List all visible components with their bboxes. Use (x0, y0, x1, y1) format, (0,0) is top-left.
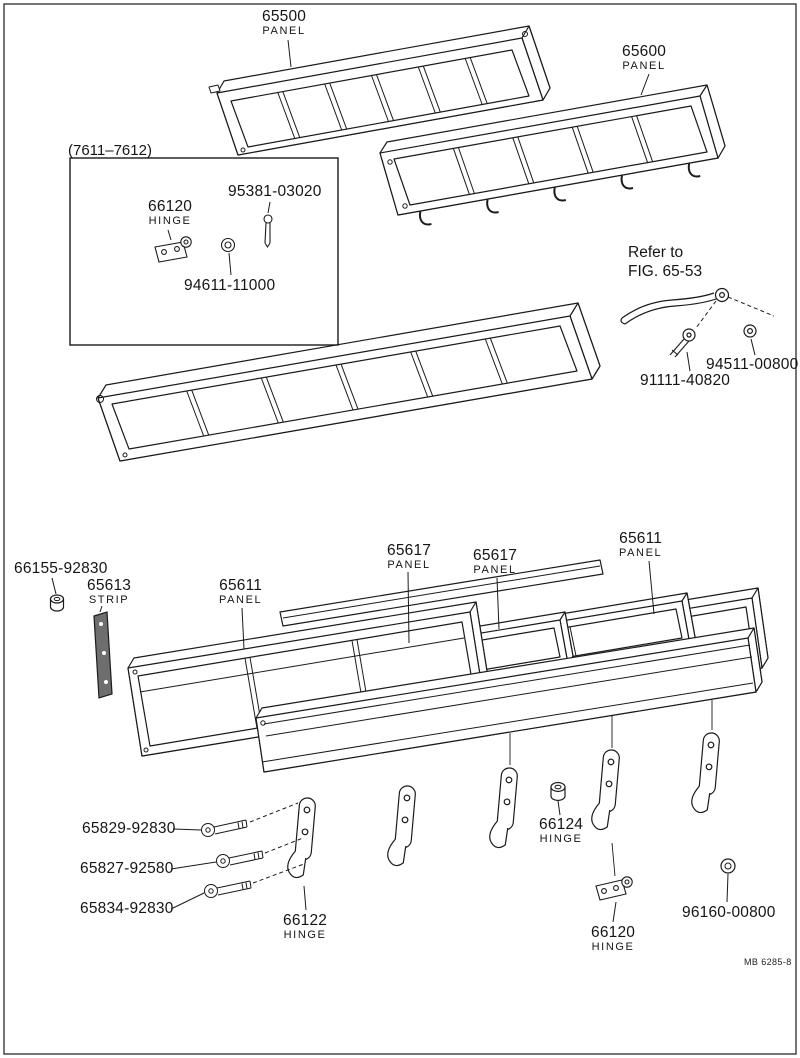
part-number: 65617 (473, 547, 518, 564)
grommet-66155-drawing (49, 594, 65, 612)
bolt-65827-drawing (216, 837, 304, 868)
part-number: 91111-40820 (640, 372, 731, 389)
refer-note-line2: FIG. 65-53 (628, 263, 703, 281)
label-bolt-91111: 91111-40820 (640, 372, 730, 389)
hinge-strap-4 (591, 749, 620, 831)
hinge-strap-2 (387, 785, 416, 867)
part-number: 95381-03020 (228, 183, 322, 200)
part-number: 96160-00800 (682, 904, 776, 921)
hinge-strap-5 (691, 732, 720, 814)
stay-rod-drawing (620, 287, 775, 358)
hinge-straps-drawing (287, 732, 720, 879)
inset-box-drawing (69, 157, 339, 346)
bushing-66124-drawing (550, 781, 566, 802)
label-panel-65617-b: 65617 PANEL (473, 547, 517, 577)
part-number: 65613 (87, 577, 132, 594)
hinge-66120-bottom-drawing (595, 842, 633, 901)
part-name: PANEL (619, 547, 663, 560)
part-number: 66124 (539, 816, 584, 833)
hinge-strap-3 (489, 767, 518, 849)
part-number: 65611 (219, 577, 263, 594)
panel-middle-drawing (96, 302, 601, 462)
part-number: 65617 (387, 542, 432, 559)
hinge-strap-1 (287, 797, 316, 879)
label-panel-65500: 65500 PANEL (262, 8, 306, 38)
label-pin-95381: 95381-03020 (228, 183, 322, 200)
bolts-drawing (201, 802, 305, 898)
figure-code: MB 6285-8 (744, 957, 792, 967)
nut-94611-drawing (220, 237, 236, 253)
part-number: 94611-11000 (184, 277, 276, 294)
leader-lines (51, 39, 756, 923)
panel-65500-drawing (208, 25, 551, 156)
inset-range-label: (7611–7612) (68, 142, 152, 159)
bolt-65834-drawing (204, 863, 305, 898)
cotter-pin-drawing (263, 214, 273, 249)
bolt-65829-drawing (201, 802, 299, 837)
panel-65600-drawing (379, 84, 726, 226)
label-hinge-66120-inset: 66120 HINGE (148, 198, 192, 228)
label-panel-65617-a: 65617 PANEL (387, 542, 431, 572)
part-number: 65827-92580 (80, 860, 174, 877)
front-rail-drawing (255, 627, 763, 773)
label-grommet-66155: 66155-92830 (14, 560, 108, 577)
part-name: PANEL (473, 564, 517, 577)
part-name: HINGE (148, 215, 192, 228)
label-panel-65611-left: 65611 PANEL (219, 577, 262, 607)
label-washer-94611: 94611-11000 (184, 277, 275, 294)
part-number: 65829-92830 (82, 820, 176, 837)
part-number: 65834-92830 (80, 900, 174, 917)
label-hinge-66120-bottom: 66120 HINGE (591, 924, 635, 954)
label-panel-65611-right: 65611 PANEL (619, 530, 662, 560)
label-nut-96160: 96160-00800 (682, 904, 776, 921)
nut-96160-drawing (720, 858, 736, 874)
label-washer-94511: 94511-00800 (706, 356, 798, 373)
bolt-91111-drawing (669, 328, 696, 358)
label-hinge-66122: 66122 HINGE (283, 912, 327, 942)
part-name: HINGE (283, 929, 327, 942)
part-number: 66155-92830 (14, 560, 108, 577)
part-number: 65500 (262, 8, 307, 25)
part-name: PANEL (219, 594, 263, 607)
part-number: 66122 (283, 912, 328, 929)
part-name: HINGE (539, 833, 583, 846)
part-number: 65611 (619, 530, 663, 547)
label-strip-65613: 65613 STRIP (87, 577, 131, 607)
washer-94511-drawing (743, 324, 757, 338)
refer-note-line1: Refer to (628, 244, 684, 261)
strip-65613-drawing (93, 611, 113, 699)
label-hinge-66124: 66124 HINGE (539, 816, 583, 846)
part-number: 66120 (148, 198, 193, 215)
label-panel-65600: 65600 PANEL (622, 43, 666, 73)
label-bolt-65834: 65834-92830 (80, 900, 174, 917)
part-name: HINGE (591, 941, 635, 954)
hinge-66120-inset-drawing (154, 236, 192, 263)
part-name: STRIP (88, 594, 130, 607)
page-border (3, 3, 797, 1055)
part-number: 66120 (591, 924, 636, 941)
part-name: PANEL (262, 25, 306, 38)
part-name: PANEL (387, 559, 431, 572)
part-name: PANEL (622, 60, 666, 73)
label-bolt-65827: 65827-92580 (80, 860, 174, 877)
refer-note: Refer to FIG. 65-53 (628, 243, 702, 282)
part-number: 94511-00800 (706, 356, 799, 373)
part-number: 65600 (622, 43, 667, 60)
back-strip-drawing (279, 559, 604, 627)
label-bolt-65829: 65829-92830 (82, 820, 176, 837)
